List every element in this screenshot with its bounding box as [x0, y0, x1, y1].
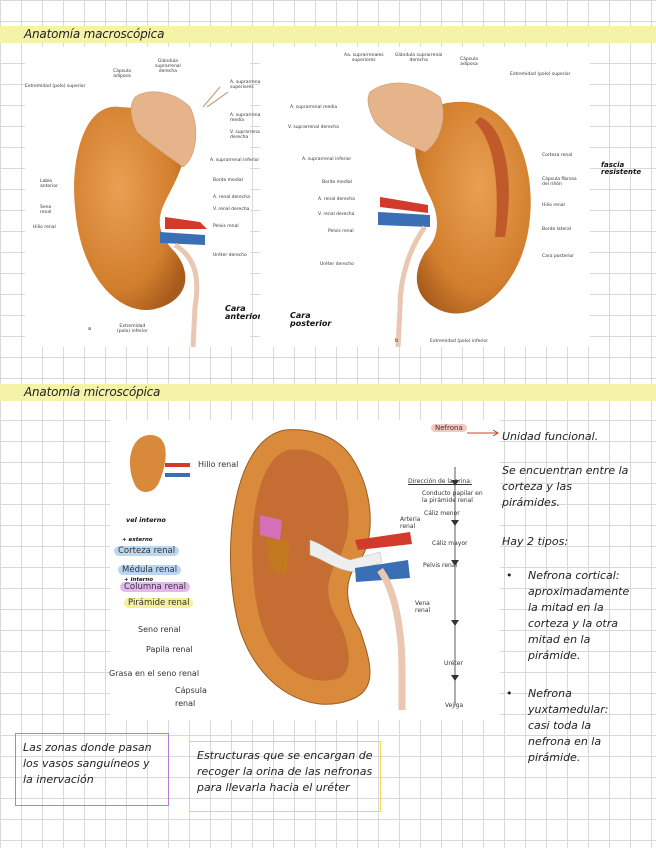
handnote-interno: vel interno [126, 516, 166, 524]
kidney-anterior-illustration [74, 86, 229, 347]
handnote-externo: + externo [122, 537, 153, 543]
label-capsula: Cápsula adiposa [113, 69, 131, 79]
kidney-section-illustration [130, 429, 459, 710]
section-title-macro: Anatomía macroscópica [24, 27, 165, 41]
label-b-borde-medial: Borde medial [322, 180, 352, 185]
label-capsula: Cápsula renal [175, 686, 207, 708]
label-arteria: Arteria renal [400, 516, 421, 530]
label-b-a-renal: A. renal derecha [318, 197, 355, 202]
tag-piramide: Pirámide renal [124, 598, 194, 608]
label-hilio: Hilio renal [33, 225, 56, 230]
label-b-borde-lateral: Borde lateral [542, 227, 572, 232]
handnote-fascia: fascia resistente [601, 161, 642, 176]
label-papila: Papila renal [146, 645, 193, 654]
label-ext-inf: Extremidad (polo) inferior [117, 324, 148, 334]
tag-corteza: Corteza renal [114, 546, 180, 556]
section-title-micro: Anatomía microscópica [24, 385, 161, 399]
figure-kidney-posterior: Aa. suprarrenales superiores Glándula su… [260, 47, 590, 347]
label-ureter: Uréter [444, 660, 463, 667]
note-yuxta: Nefrona yuxtamedular: casi toda la nefro… [502, 686, 632, 766]
label-b-ext-inf: Extremidad (polo) inferior [430, 339, 489, 344]
label-v-supra: V. suprarrenal derecha [230, 130, 262, 140]
label-seno: Seno renal [138, 625, 181, 634]
box-vasos-inervacion: Las zonas donde pasan los vasos sanguíne… [15, 733, 169, 806]
label-caliz-mayor: Cáliz mayor [432, 540, 468, 547]
label-a-supra-media: A. suprarrenal media [230, 113, 262, 123]
label-b-a-supra-inf: A. suprarrenal inferior [302, 157, 352, 162]
label-b-cara-post: Cara posterior [542, 254, 575, 259]
label-a-supra-inf: A. suprarrenal inferior [210, 158, 260, 163]
label-letter-b: b [395, 338, 399, 344]
label-a-renal: A. renal derecha [213, 195, 250, 200]
handnote-cara-anterior: Cara anterior [225, 304, 262, 321]
label-b-a-supra-sup: Aa. suprarrenales superiores [344, 53, 384, 63]
label-glandula: Glándula suprarrenal derecha [155, 59, 181, 74]
note-types-list: Nefrona cortical: aproximadamente la mit… [502, 568, 632, 778]
label-b-capsula: Cápsula adiposa [460, 57, 478, 67]
label-ext-sup: Extremidad (polo) superior [25, 84, 86, 89]
tag-medula: Médula renal [118, 565, 182, 575]
figure-kidney-section: Hilio renal Dirección de la orina: Condu… [110, 420, 500, 720]
label-letter-a: a [88, 326, 92, 332]
label-b-pelvis: Pelvis renal [328, 229, 354, 234]
note-cortical: Nefrona cortical: aproximadamente la mit… [502, 568, 632, 664]
handnote-interno2: + interno [124, 577, 154, 583]
note-tipos: Hay 2 tipos: [502, 535, 569, 548]
label-b-hilio: Hilio renal [542, 203, 565, 208]
note-encuentran: Se encuentran entre la corteza y las pir… [502, 464, 629, 509]
label-a-supra-sup: A. suprarrenales superiores [230, 80, 267, 90]
label-vejiga: Vejiga [445, 702, 464, 709]
label-b-v-renal: V. renal derecha [318, 212, 355, 217]
label-pelvis: Pelvis renal [423, 562, 458, 569]
label-seno: Seno renal [40, 205, 52, 215]
label-caliz-menor: Cáliz menor [424, 510, 460, 517]
label-b-ureter: Uréter derecho [320, 262, 354, 267]
handnote-cara-posterior: Cara posterior [290, 311, 332, 328]
note-unidad: Unidad funcional. [502, 430, 599, 443]
arrow-nefrona [467, 429, 499, 437]
label-b-a-supra-media: A. suprarrenal media [290, 105, 338, 110]
box-recoger-orina: Estructuras que se encargan de recoger l… [189, 741, 381, 812]
label-b-ext-sup: Extremidad (polo) superior [510, 72, 571, 77]
label-b-v-supra: V. suprarrenal derecha [288, 125, 339, 130]
label-vena: Vena renal [415, 600, 431, 614]
label-direccion: Dirección de la orina: [408, 478, 472, 485]
section-header-micro: Anatomía microscópica [0, 384, 656, 401]
tag-nefrona: Nefrona [431, 424, 467, 432]
tag-columna: Columna renal [120, 582, 190, 592]
label-small-hilio: Hilio renal [198, 460, 239, 469]
label-b-corteza: Corteza renal [542, 153, 573, 158]
label-pelvis: Pelvis renal [213, 224, 239, 229]
label-borde-medial: Borde medial [213, 178, 243, 183]
label-b-glandula: Glándula suprarrenal derecha [395, 53, 443, 63]
label-grasa: Grasa en el seno renal [109, 669, 200, 678]
label-b-capsula-fibrosa: Cápsula fibrosa del riñón [542, 177, 577, 187]
label-ureter: Uréter derecho [213, 253, 247, 258]
label-v-renal: V. renal derecha [213, 207, 250, 212]
kidney-posterior-illustration [367, 82, 531, 347]
section-header-macro: Anatomía macroscópica [0, 26, 656, 43]
label-conducto: Conducto papilar en la pirámide renal [422, 490, 483, 504]
figure-kidney-anterior: Extremidad (polo) superior Cápsula adipo… [25, 47, 267, 347]
label-labio-ant: Labio anterior [40, 179, 58, 189]
